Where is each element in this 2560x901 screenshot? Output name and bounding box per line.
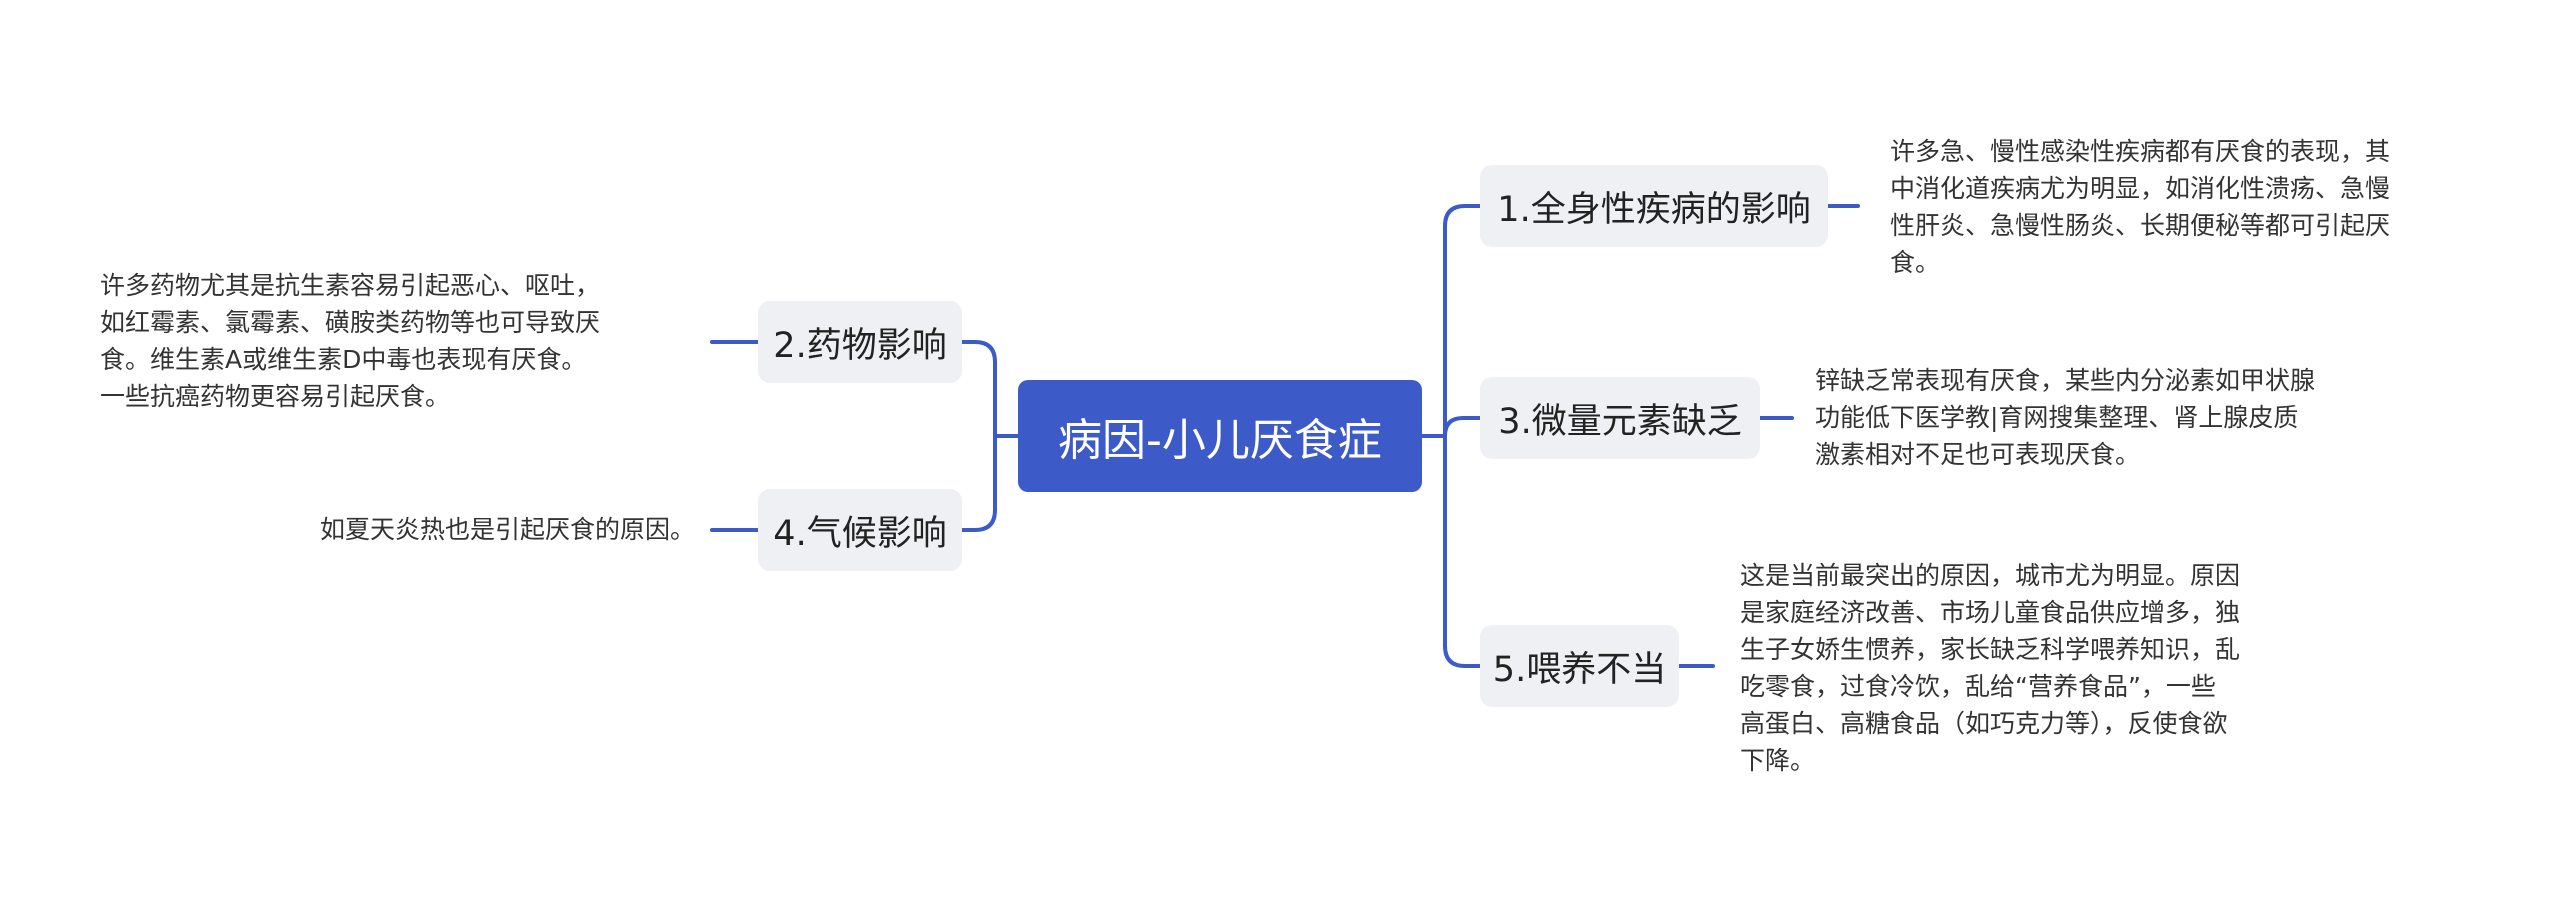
connector-branch-5 [1443, 434, 1482, 668]
note-line: 这是当前最突出的原因，城市尤为明显。原因 [1740, 561, 2241, 590]
note-line: 吃零食，过食冷饮，乱给“营养食品”，一些 [1740, 672, 2216, 701]
connector-branch-4 [960, 434, 997, 532]
note-line: 生子女娇生惯养，家长缺乏科学喂养知识，乱 [1740, 635, 2241, 664]
central-topic[interactable]: 病因-小儿厌食症 [1018, 380, 1422, 492]
topic-improper-feeding[interactable]: 5.喂养不当 [1480, 625, 1679, 707]
note-line: 如夏天炎热也是引起厌食的原因。 [319, 515, 695, 544]
note-line: 许多药物尤其是抗生素容易引起恶心、呕吐， [100, 271, 601, 300]
note-line: 功能低下医学教|育网搜集整理、肾上腺皮质 [1815, 403, 2299, 432]
note-line: 食。维生素A或维生素D中毒也表现有厌食。 [100, 345, 587, 374]
topic-trace-element-deficiency[interactable]: 3.微量元素缺乏 [1480, 377, 1760, 459]
note-climate-effects: 如夏天炎热也是引起厌食的原因。 [200, 511, 695, 548]
connector-branch-1 [1443, 204, 1482, 438]
topic-drug-effects[interactable]: 2.药物影响 [758, 301, 962, 383]
note-systemic-disease: 许多急、慢性感染性疾病都有厌食的表现，其 中消化道疾病尤为明显，如消化性溃疡、急… [1890, 133, 2470, 281]
connector-branch-2 [960, 340, 997, 438]
note-line: 下降。 [1740, 746, 1816, 775]
note-line: 如红霉素、氯霉素、磺胺类药物等也可导致厌 [100, 308, 601, 337]
note-line: 食。 [1890, 248, 1941, 277]
note-line: 性肝炎、急慢性肠炎、长期便秘等都可引起厌 [1890, 211, 2391, 240]
note-line: 中消化道疾病尤为明显，如消化性溃疡、急慢 [1890, 174, 2391, 203]
note-improper-feeding: 这是当前最突出的原因，城市尤为明显。原因 是家庭经济改善、市场儿童食品供应增多，… [1740, 557, 2320, 779]
topic-climate-effects[interactable]: 4.气候影响 [758, 489, 962, 571]
topic-systemic-disease[interactable]: 1.全身性疾病的影响 [1480, 165, 1828, 247]
note-drug-effects: 许多药物尤其是抗生素容易引起恶心、呕吐， 如红霉素、氯霉素、磺胺类药物等也可导致… [100, 267, 695, 415]
note-line: 一些抗癌药物更容易引起厌食。 [100, 382, 451, 411]
note-line: 许多急、慢性感染性疾病都有厌食的表现，其 [1890, 137, 2391, 166]
note-line: 是家庭经济改善、市场儿童食品供应增多，独 [1740, 598, 2241, 627]
note-trace-element-deficiency: 锌缺乏常表现有厌食，某些内分泌素如甲状腺 功能低下医学教|育网搜集整理、肾上腺皮… [1815, 362, 2395, 473]
connector-branch-3 [1443, 416, 1482, 438]
note-line: 锌缺乏常表现有厌食，某些内分泌素如甲状腺 [1815, 366, 2316, 395]
note-line: 高蛋白、高糖食品（如巧克力等），反使食欲 [1740, 709, 2228, 738]
note-line: 激素相对不足也可表现厌食。 [1815, 440, 2141, 469]
